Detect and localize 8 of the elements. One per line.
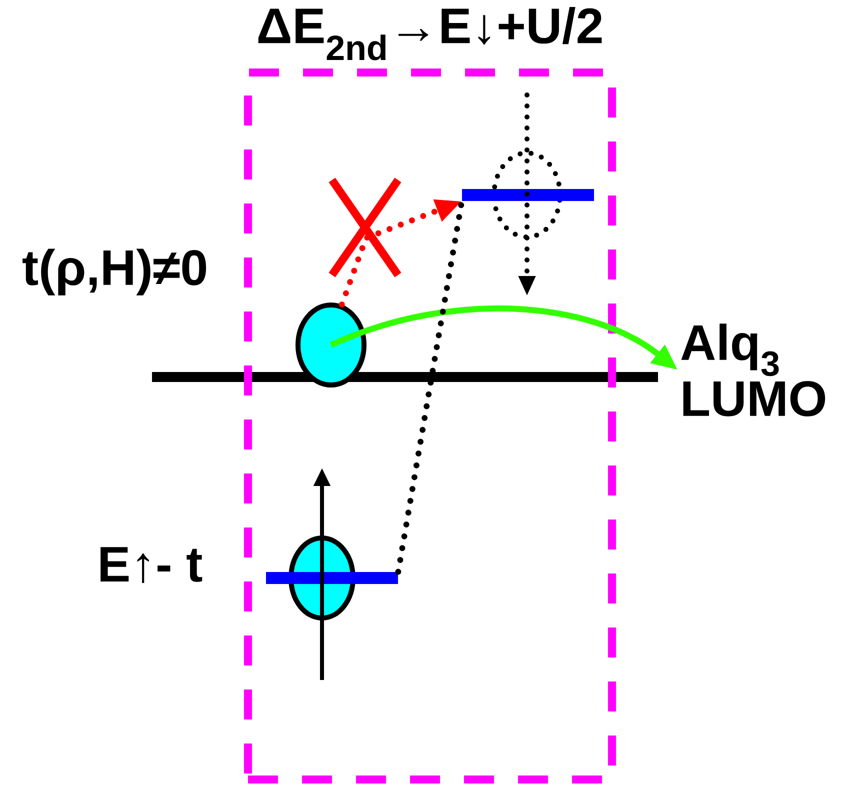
energy-level-bar: [462, 189, 594, 201]
formula-label: t(ρ,H)≠0: [22, 248, 206, 296]
level-label: Alq$_{3}$ LUMO: [681, 324, 826, 416]
formula-label: E↑- t: [100, 547, 202, 583]
heading: ΔE$_{2nd}$→E↓+U/2: [258, 6, 602, 60]
orbital-ellipse: [296, 302, 366, 388]
dotted-orbital: [492, 150, 562, 240]
energy-level-bar: [266, 572, 398, 584]
